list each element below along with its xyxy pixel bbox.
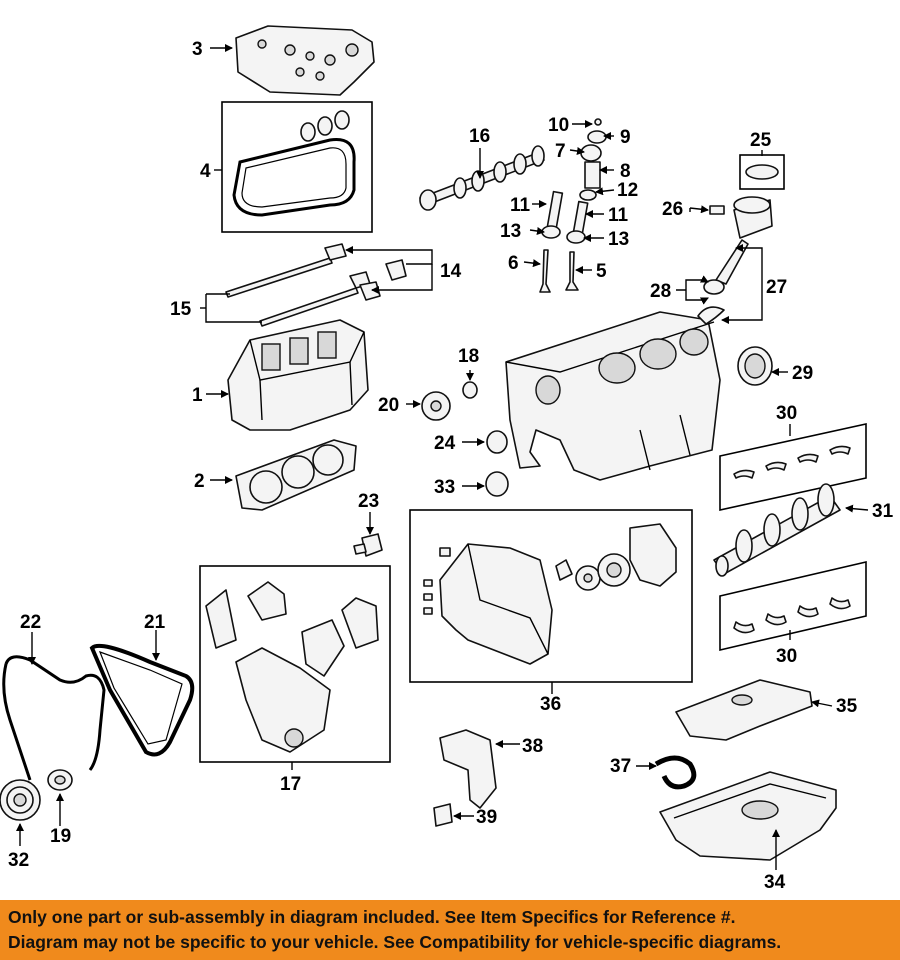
main-bearings-upper [719, 423, 867, 511]
timing-covers [205, 581, 379, 753]
disclaimer-line-2: Diagram may not be specific to your vehi… [8, 932, 782, 952]
callout-26: 26 [662, 199, 683, 220]
timing-belts [2, 643, 195, 781]
callout-15: 15 [170, 299, 192, 320]
oil-transfer-tube [654, 755, 697, 790]
leader-lines [16, 44, 869, 870]
callout-30b: 30 [776, 646, 797, 667]
callout-11b: 11 [608, 205, 629, 226]
oil-pump-front-cover [423, 523, 677, 665]
callout-33: 33 [434, 477, 455, 498]
callout-10: 10 [548, 115, 569, 136]
callout-28: 28 [650, 281, 671, 302]
callout-13a: 13 [500, 221, 521, 242]
callout-37: 37 [610, 756, 631, 777]
rocker-shafts [225, 243, 407, 327]
callout-7: 7 [555, 141, 566, 162]
cam-sprocket [421, 391, 451, 421]
sensor [353, 533, 383, 557]
callout-29: 29 [792, 363, 813, 384]
disclaimer-banner: Only one part or sub-assembly in diagram… [0, 900, 900, 960]
oil-pickup [433, 729, 497, 827]
idler-pulley [47, 769, 73, 791]
callout-13b: 13 [608, 229, 629, 250]
callout-5: 5 [596, 261, 607, 282]
oil-pan [659, 771, 837, 861]
callout-2: 2 [194, 471, 205, 492]
valve-cover [235, 25, 375, 96]
valve-train [539, 118, 607, 293]
callout-6: 6 [508, 253, 519, 274]
callout-20: 20 [378, 395, 399, 416]
callout-34: 34 [764, 872, 786, 893]
callout-3: 3 [192, 39, 203, 60]
piston-assembly [697, 154, 785, 325]
gasket-kit-box [221, 101, 373, 233]
crank-pulley [0, 779, 41, 821]
timing-cover-box [199, 565, 391, 763]
seals-small [462, 346, 773, 497]
callout-22: 22 [20, 612, 41, 633]
engine-block [505, 311, 721, 481]
callout-24: 24 [434, 433, 456, 454]
callout-16: 16 [469, 126, 490, 147]
callout-23: 23 [358, 491, 379, 512]
callout-25: 25 [750, 130, 772, 151]
callout-9: 9 [620, 127, 631, 148]
cylinder-head [227, 319, 369, 431]
crankshaft [713, 483, 841, 577]
engine-parts-diagram: 3 4 16 10 9 7 8 12 11 11 13 13 6 5 14 15… [0, 25, 894, 893]
callout-18: 18 [458, 346, 479, 367]
callout-36: 36 [540, 694, 561, 715]
callout-30a: 30 [776, 403, 797, 424]
callout-31: 31 [872, 501, 894, 522]
callout-labels: 3 4 16 10 9 7 8 12 11 11 13 13 6 5 14 15… [8, 39, 894, 893]
callout-39: 39 [476, 807, 497, 828]
callout-14: 14 [440, 261, 462, 282]
callout-12: 12 [617, 180, 638, 201]
callout-8: 8 [620, 161, 631, 182]
head-gasket [235, 439, 357, 511]
callout-38: 38 [522, 736, 543, 757]
callout-19: 19 [50, 826, 71, 847]
callout-17: 17 [280, 774, 301, 795]
oil-pan-baffle [675, 679, 813, 741]
disclaimer-line-1: Only one part or sub-assembly in diagram… [8, 907, 736, 927]
callout-27: 27 [766, 277, 787, 298]
main-bearings-lower [719, 560, 867, 652]
callout-4: 4 [200, 161, 211, 182]
callout-1: 1 [192, 385, 203, 406]
callout-32: 32 [8, 850, 29, 871]
oil-pump-box [409, 509, 693, 683]
callout-11a: 11 [510, 195, 531, 216]
callout-21: 21 [144, 612, 166, 633]
valve-cover-gasket [232, 110, 356, 217]
callout-35: 35 [836, 696, 858, 717]
